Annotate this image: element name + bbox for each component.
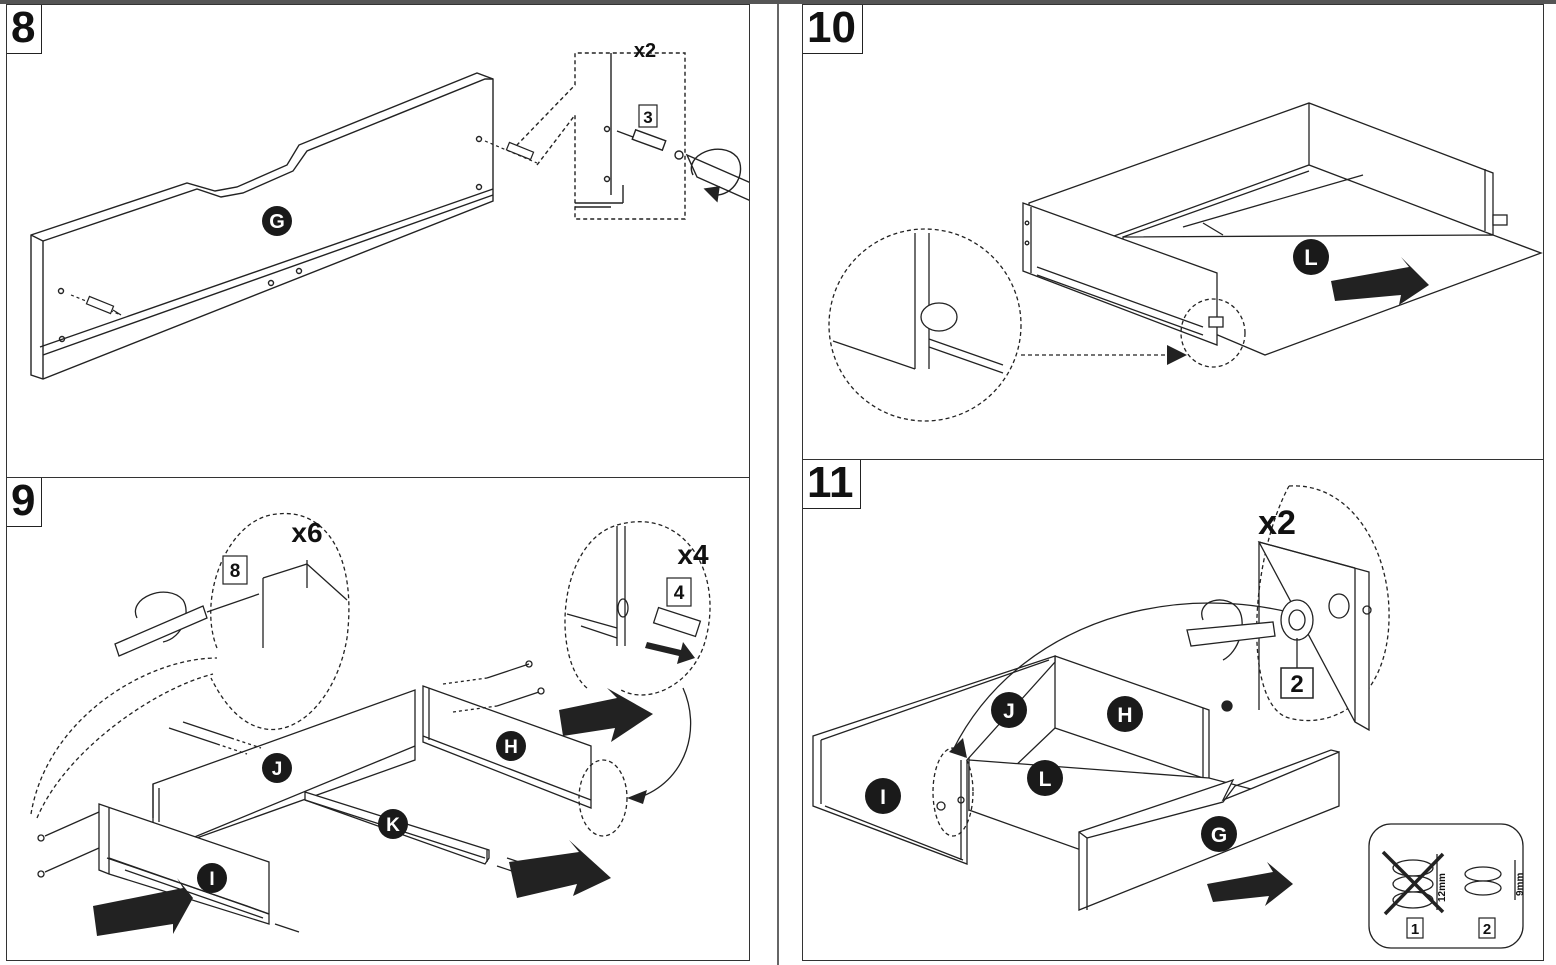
step-number: 10 xyxy=(803,5,863,54)
quantity-x2: x2 xyxy=(634,40,656,62)
part-ref-8: 8 xyxy=(230,561,241,582)
step-number: 9 xyxy=(7,478,43,527)
step-11-illustration: J H I L G x2 2 12mm 9mm 1 2 xyxy=(812,485,1526,949)
part-labels: J H I L G xyxy=(865,692,1237,852)
step-8-panel: 8 xyxy=(6,4,750,478)
part-ref-2: 2 xyxy=(1290,671,1303,698)
option-2: 2 xyxy=(1483,921,1491,938)
option-1: 1 xyxy=(1411,921,1419,938)
step-8-illustration: G 3 x2 xyxy=(30,40,749,380)
top-border xyxy=(0,0,1556,4)
part-label-k: K xyxy=(386,815,400,836)
measure-9mm: 9mm xyxy=(1515,873,1526,896)
part-label-h: H xyxy=(504,737,518,758)
step-9-illustration: J H K I x6 x4 8 4 xyxy=(30,512,711,936)
part-label-j: J xyxy=(1003,700,1015,723)
quantity-x4: x4 xyxy=(677,539,709,570)
part-label-i: I xyxy=(209,869,214,890)
step-number: 8 xyxy=(7,5,43,54)
step-11-panel: 11 xyxy=(802,459,1544,961)
part-label-j: J xyxy=(272,759,283,780)
quantity-x2: x2 xyxy=(1258,504,1296,542)
part-label-h: H xyxy=(1117,704,1132,727)
part-label-l: L xyxy=(1304,245,1317,270)
part-label-l: L xyxy=(1039,768,1052,791)
part-label-circle xyxy=(262,206,292,236)
part-labels: J H K I xyxy=(197,731,526,893)
step-10-illustration: L xyxy=(828,102,1543,422)
part-label-g: G xyxy=(1211,824,1227,847)
part-ref-4: 4 xyxy=(674,583,685,604)
part-label-i: I xyxy=(880,786,886,809)
part-label-g: G xyxy=(269,211,285,233)
step-number: 11 xyxy=(803,460,861,509)
column-divider xyxy=(777,4,779,965)
part-ref-3: 3 xyxy=(643,108,652,127)
step-9-panel: 9 xyxy=(6,477,750,961)
step-10-panel: 10 xyxy=(802,4,1544,460)
quantity-x6: x6 xyxy=(291,517,322,548)
measure-12mm: 12mm xyxy=(1437,873,1448,902)
